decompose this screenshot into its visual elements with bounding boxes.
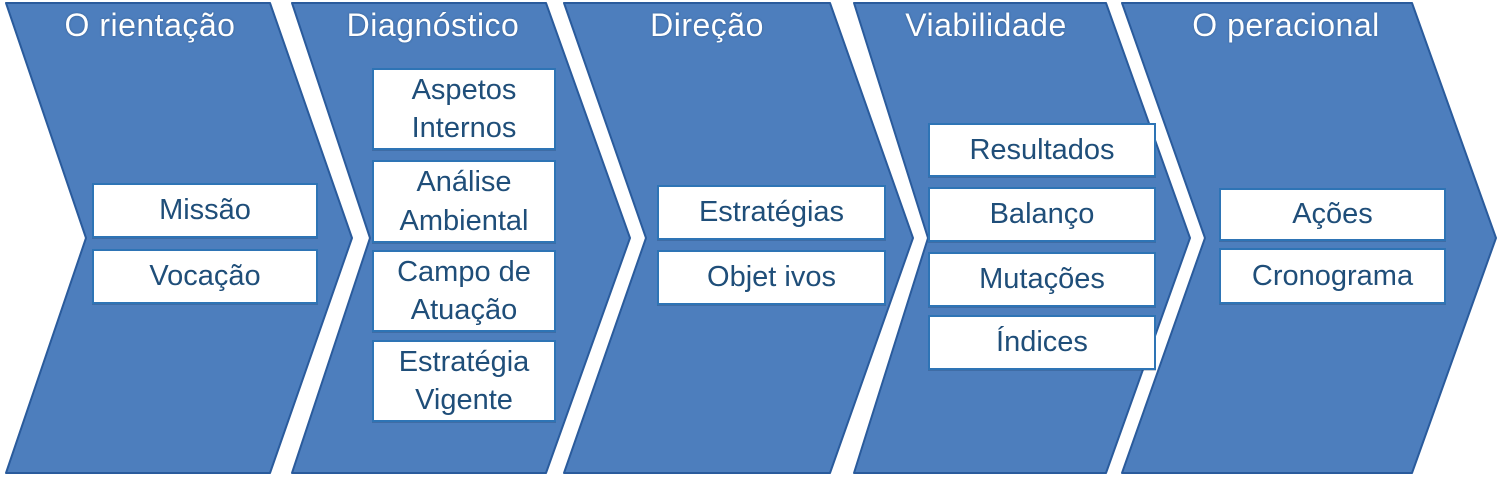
box-vocacao: Vocação [92, 249, 318, 304]
box-indices: Índices [928, 315, 1156, 370]
stage-title-orientacao: O rientação [64, 7, 236, 43]
stage-title-operacional: O peracional [1192, 7, 1380, 43]
box-estrategia-vigente: Estratégia Vigente [372, 340, 556, 422]
box-mutacoes: Mutações [928, 252, 1156, 307]
stage-title-diagnostico: Diagnóstico [346, 7, 520, 43]
stage-title-viabilidade: Viabilidade [905, 7, 1067, 43]
chevron-orientacao [5, 2, 353, 474]
box-aspetos-internos: Aspetos Internos [372, 68, 556, 150]
box-missao: Missão [92, 183, 318, 238]
box-estrategias: Estratégias [657, 185, 886, 240]
box-analise-ambiental: Análise Ambiental [372, 160, 556, 243]
box-resultados: Resultados [928, 123, 1156, 177]
box-objetivos: Objet ivos [657, 250, 886, 305]
box-balanco: Balanço [928, 187, 1156, 242]
box-cronograma: Cronograma [1219, 248, 1446, 304]
box-acoes: Ações [1219, 188, 1446, 241]
box-campo-de-atuacao: Campo de Atuação [372, 250, 556, 332]
stage-title-direcao: Direção [650, 7, 764, 43]
